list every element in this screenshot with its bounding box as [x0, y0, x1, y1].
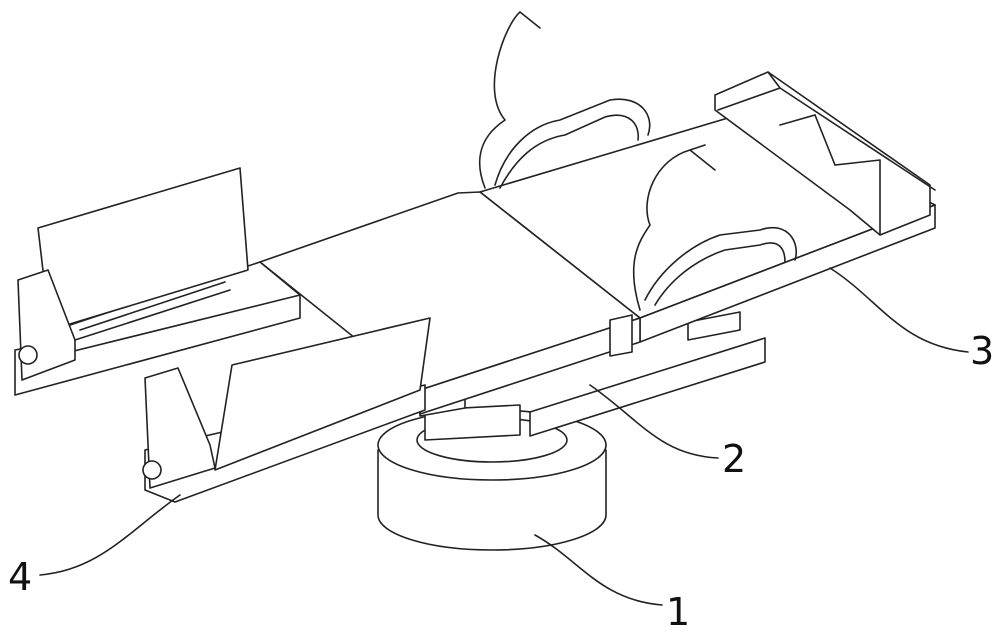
- label-2: 2: [722, 437, 746, 481]
- pedestal-base: [377, 404, 607, 551]
- label-3: 3: [970, 329, 994, 373]
- leader-4: [39, 494, 181, 576]
- leader-lines: [39, 267, 969, 606]
- leader-3: [829, 267, 969, 353]
- head-section: [479, 71, 936, 343]
- label-4: 4: [8, 555, 32, 599]
- label-1: 1: [666, 590, 690, 634]
- leg-rest-back: [14, 167, 301, 396]
- leader-2: [589, 384, 719, 459]
- leg-rest-front: [142, 317, 431, 503]
- leader-1: [534, 534, 663, 606]
